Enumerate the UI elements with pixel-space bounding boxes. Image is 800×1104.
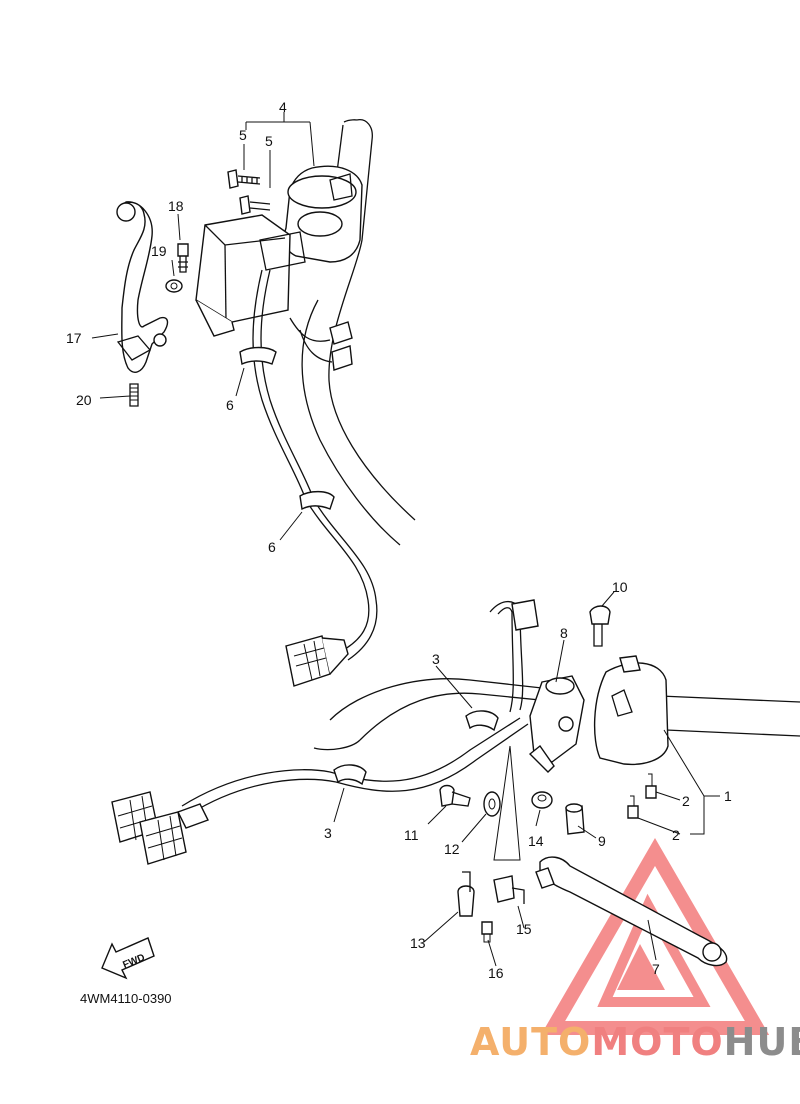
- fwd-arrow: FWD: [101, 937, 155, 980]
- watermark-part-auto: AUTO: [470, 1020, 591, 1064]
- leader-lines: [91, 112, 720, 967]
- callout-11: 11: [404, 827, 419, 843]
- callout-5-a: 5: [239, 127, 247, 143]
- callout-4: 4: [279, 99, 287, 115]
- callout-9: 9: [598, 833, 606, 849]
- callout-12: 12: [444, 841, 460, 857]
- callout-17: 17: [66, 330, 82, 346]
- callout-3-b: 3: [324, 825, 332, 841]
- callout-15: 15: [516, 921, 532, 937]
- upper-handlebar-assembly: [195, 119, 416, 687]
- callout-13: 13: [410, 935, 426, 951]
- clutch-lever-assembly: [116, 201, 189, 407]
- callout-5-b: 5: [265, 133, 273, 149]
- callout-labels: 4 5 5 18 19 17 20 6 6 10 8 3 1 2 2 3 11 …: [66, 99, 732, 981]
- svg-text:AUTOMOTOHUB: AUTOMOTOHUB: [470, 1020, 800, 1064]
- callout-6-a: 6: [226, 397, 234, 413]
- callout-2-b: 2: [672, 827, 680, 843]
- callout-10: 10: [612, 579, 628, 595]
- callout-1: 1: [724, 788, 732, 804]
- callout-8: 8: [560, 625, 568, 641]
- watermark-part-hub: HUB: [724, 1020, 800, 1064]
- callout-2-a: 2: [682, 793, 690, 809]
- callout-19: 19: [151, 243, 167, 259]
- watermark-part-moto: MOTO: [591, 1020, 723, 1064]
- callout-7: 7: [652, 961, 660, 977]
- lower-handlebar-assembly: [111, 599, 800, 967]
- watermark-text: AUTOMOTOHUB: [470, 1020, 800, 1064]
- diagram-code: 4WM4110-0390: [80, 991, 172, 1006]
- callout-6-b: 6: [268, 539, 276, 555]
- callout-20: 20: [76, 392, 92, 408]
- callout-18: 18: [168, 198, 184, 214]
- callout-3-a: 3: [432, 651, 440, 667]
- callout-14: 14: [528, 833, 544, 849]
- callout-16: 16: [488, 965, 504, 981]
